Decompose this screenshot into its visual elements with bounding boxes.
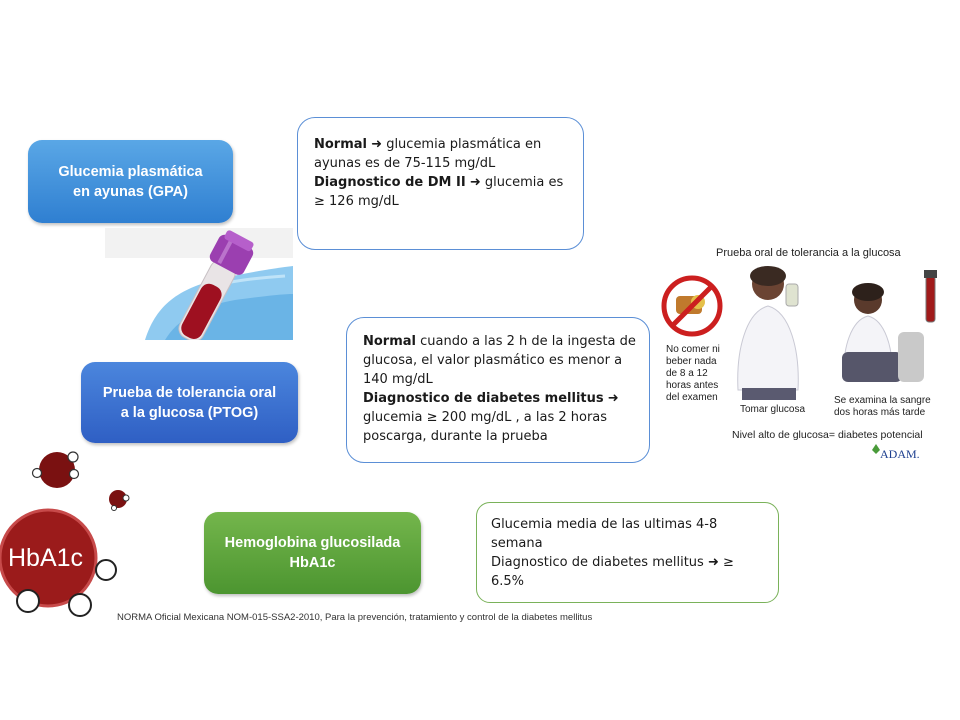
arrow-right-icon: ➜ (469, 175, 481, 190)
blood-tube-photo (105, 228, 293, 340)
gpa-criteria-box: Normal ➜ glucemia plasmática en ayunas e… (297, 117, 584, 250)
hba1c-dx-value: ≥ 6.5% (491, 555, 734, 589)
blood-line2: dos horas más tarde (834, 407, 926, 418)
hba1c-line1-text: Glucemia media de las ultimas 4-8 semana (491, 517, 718, 551)
no-food-icon (661, 275, 723, 337)
ptog-normal-label: Normal (363, 334, 416, 349)
hba1c-line1: Hemoglobina glucosilada (224, 535, 401, 551)
illus-footer: Nivel alto de glucosa= diabetes potencia… (732, 429, 923, 441)
hba1c-test-label: Hemoglobina glucosilada HbA1c (204, 512, 421, 594)
no-eat-line2: beber nada (666, 356, 717, 367)
gpa-test-label: Glucemia plasmática en ayunas (GPA) (28, 140, 233, 223)
brand-text: ADAM. (880, 447, 920, 461)
illus-title: Prueba oral de tolerancia a la glucosa (716, 247, 902, 259)
ogtt-illustration: Prueba oral de tolerancia a la glucosa N… (661, 247, 937, 461)
gpa-dx-label: Diagnostico de DM II (314, 175, 466, 190)
gpa-normal-text: glucemia plasmática en ayunas es de 75-1… (314, 137, 542, 171)
woman-seated-figure (842, 283, 924, 382)
arrow-right-icon: ➜ (371, 137, 383, 152)
adam-logo: ADAM. (872, 444, 920, 461)
hba1c-dx-text: Diagnostico de diabetes mellitus (491, 555, 704, 570)
hba1c-logo-text: HbA1c (8, 544, 83, 572)
hba1c-logo: HbA1c (0, 451, 130, 617)
blood-line1: Se examina la sangre (834, 395, 931, 406)
gpa-normal-label: Normal (314, 137, 367, 152)
no-eat-line1: No comer ni (666, 344, 720, 355)
woman-drinking-figure (737, 266, 799, 400)
no-eat-line4: horas antes (666, 380, 718, 391)
gpa-line2: en ayunas (GPA) (73, 183, 188, 200)
reference-citation: NORMA Oficial Mexicana NOM-015-SSA2-2010… (117, 612, 593, 623)
gpa-dx-text: glucemia es ≥ 126 mg/dL (314, 175, 564, 209)
no-eat-line5: del examen (666, 392, 718, 403)
ptog-line2: a la glucosa (PTOG) (120, 404, 259, 421)
hba1c-criteria-box: Glucemia media de las ultimas 4-8 semana… (476, 502, 779, 603)
gpa-line1: Glucemia plasmática (58, 163, 203, 180)
blood-tube-icon (924, 270, 937, 323)
ptog-dx-text: glucemia ≥ 200 mg/dL , a las 2 horas pos… (363, 410, 608, 444)
arrow-right-icon: ➜ (607, 391, 619, 406)
ptog-test-label: Prueba de tolerancia oral a la glucosa (… (81, 362, 298, 443)
drink-label: Tomar glucosa (740, 404, 805, 415)
ptog-line1: Prueba de tolerancia oral (102, 384, 277, 401)
no-eat-line3: de 8 a 12 (666, 368, 708, 379)
hba1c-line2: HbA1c (289, 555, 336, 571)
ptog-dx-label: Diagnostico de diabetes mellitus (363, 391, 604, 406)
ptog-criteria-box: Normal cuando a las 2 h de la ingesta de… (346, 317, 650, 463)
ptog-normal-text: cuando a las 2 h de la ingesta de glucos… (363, 334, 636, 387)
arrow-right-icon: ➜ (707, 555, 719, 570)
